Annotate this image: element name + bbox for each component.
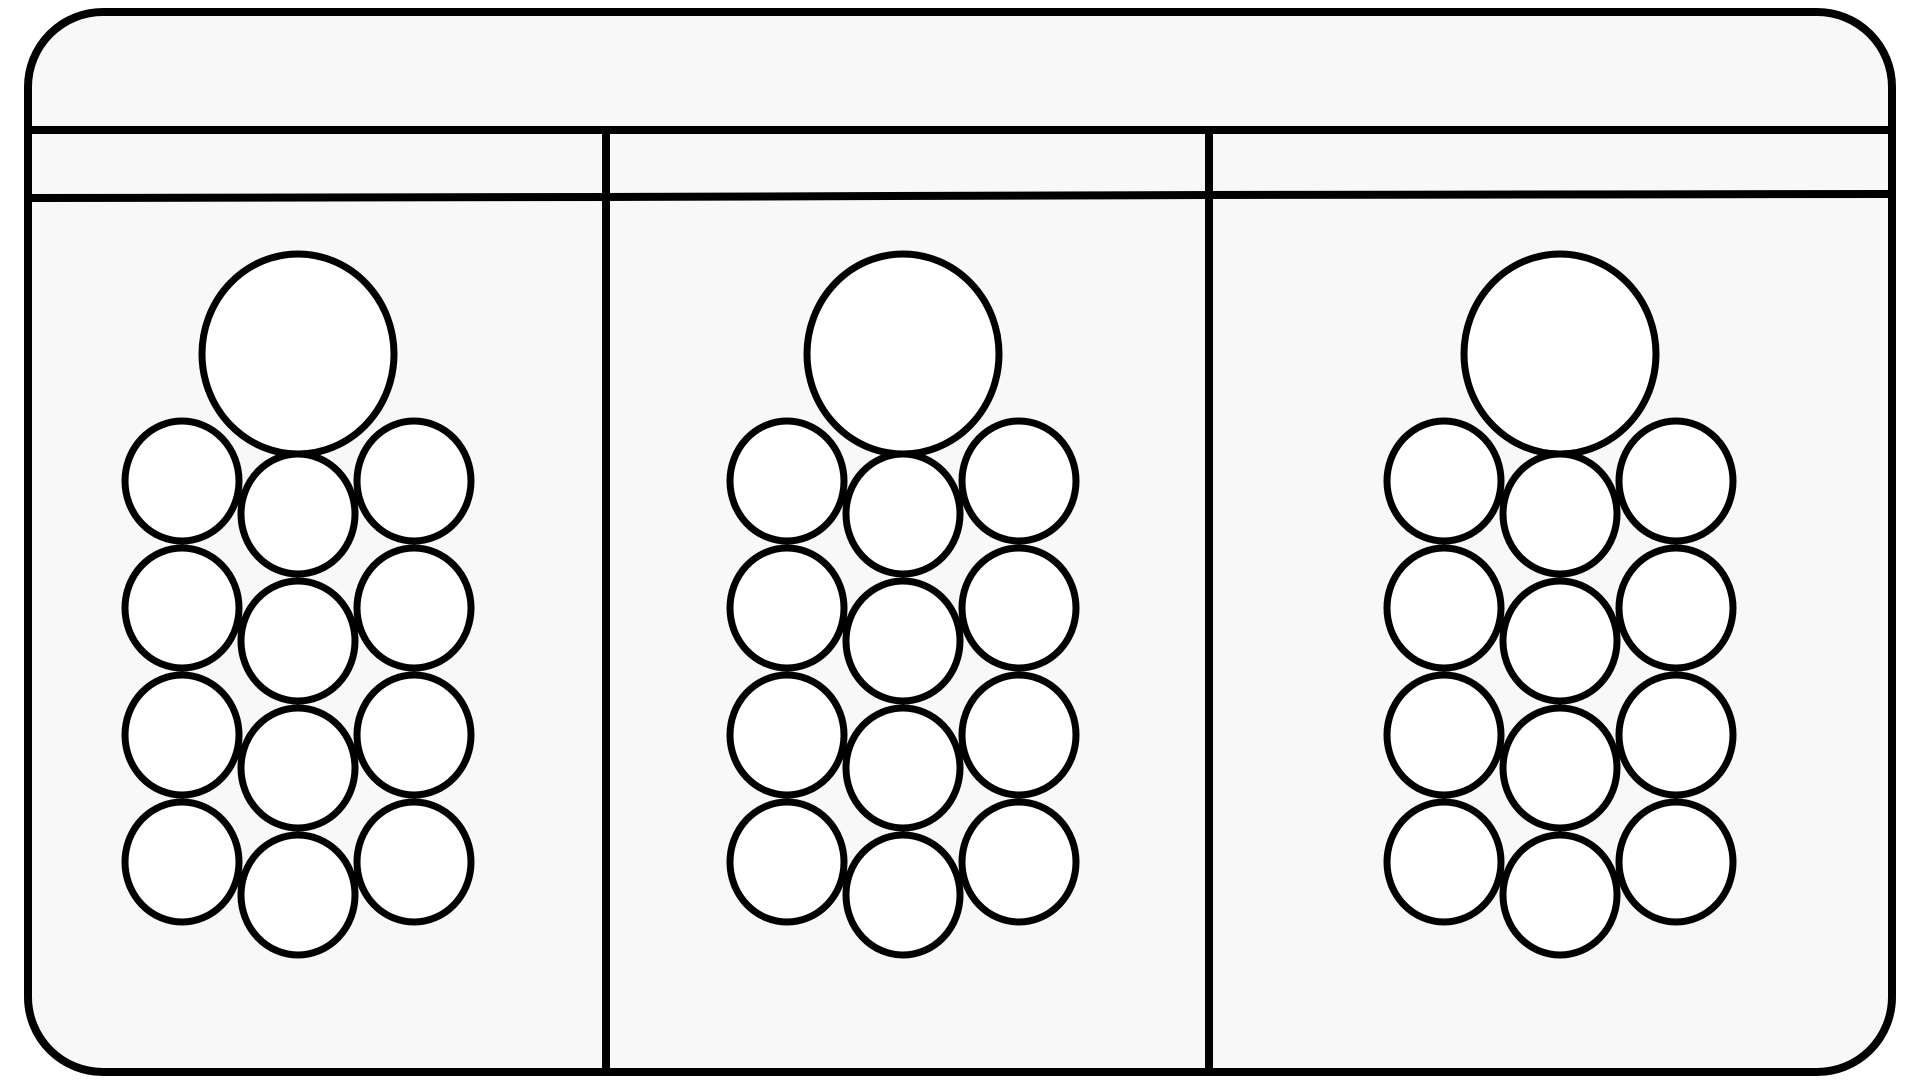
circle <box>842 577 964 705</box>
circle <box>1615 417 1737 545</box>
circle <box>842 450 964 578</box>
circle <box>1615 671 1737 799</box>
circle <box>1383 544 1505 672</box>
circle <box>237 577 359 705</box>
circle <box>1383 671 1505 799</box>
circle <box>237 831 359 959</box>
figure-group-3 <box>1383 250 1737 959</box>
circle <box>1383 798 1505 926</box>
circle <box>121 544 243 672</box>
circle <box>726 671 848 799</box>
circle <box>353 417 475 545</box>
circle <box>1615 798 1737 926</box>
circle <box>726 798 848 926</box>
circle <box>958 544 1080 672</box>
circle <box>726 544 848 672</box>
figure-group-1 <box>121 250 475 959</box>
circle <box>842 704 964 832</box>
circle <box>121 417 243 545</box>
circle <box>353 798 475 926</box>
header-bottom-rule-2 <box>605 191 1210 201</box>
circle <box>353 671 475 799</box>
circle <box>1499 704 1621 832</box>
circle <box>958 417 1080 545</box>
large-circle <box>198 250 398 458</box>
circle <box>121 798 243 926</box>
panels <box>121 250 1737 959</box>
circle <box>237 450 359 578</box>
circle <box>237 704 359 832</box>
circle <box>1615 544 1737 672</box>
circle <box>1499 831 1621 959</box>
circle <box>121 671 243 799</box>
header-bottom-rule-3 <box>1208 190 1893 199</box>
circle <box>1499 450 1621 578</box>
circle <box>726 417 848 545</box>
circle <box>842 831 964 959</box>
circle <box>1383 417 1505 545</box>
circle <box>1499 577 1621 705</box>
header-bottom-rule-1 <box>27 193 607 202</box>
circle <box>353 544 475 672</box>
large-circle <box>803 250 1003 458</box>
figure-group-2 <box>726 250 1080 959</box>
circle <box>958 671 1080 799</box>
large-circle <box>1460 250 1660 458</box>
circle <box>958 798 1080 926</box>
